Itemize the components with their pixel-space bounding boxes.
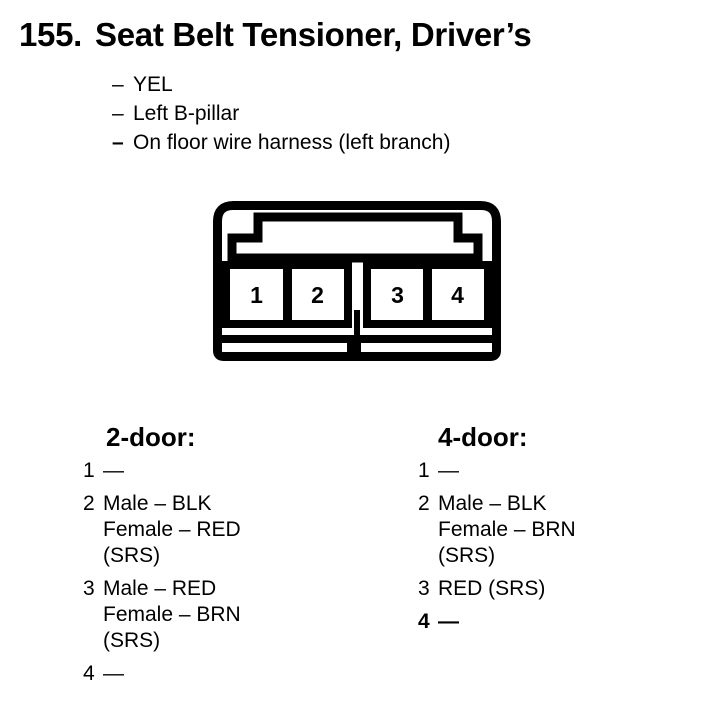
pin-table-4door: 1 — 2 Male – BLK Female – BRN (SRS) 3 RE… — [418, 458, 576, 642]
bullet-dash: – — [112, 131, 124, 154]
bullet-text: On floor wire harness (left branch) — [133, 131, 451, 154]
pin-value: — — [103, 662, 124, 685]
pin-row: 4 — — [83, 661, 241, 687]
pin-row: 3 RED (SRS) — [418, 576, 576, 602]
pin-table-2door: 1 — 2 Male – BLK Female – RED (SRS) 3 Ma… — [83, 458, 241, 694]
bullet-list: – YEL – Left B-pillar – On floor wire ha… — [112, 70, 450, 157]
pin-value: Female – BRN — [438, 518, 576, 541]
pin-value: RED (SRS) — [438, 577, 546, 600]
connector-center-rib-base — [347, 336, 361, 352]
connector-center-rib — [354, 310, 360, 336]
pin-row: 3 Male – RED Female – BRN (SRS) — [83, 576, 241, 654]
pin-value: — — [103, 459, 124, 482]
pin-row: 4 — — [418, 609, 576, 635]
pin-4-label: 4 — [451, 282, 464, 308]
pin-number: 1 — [83, 459, 95, 482]
pin-row: 2 Male – BLK Female – BRN (SRS) — [418, 491, 576, 569]
pin-value: — — [438, 459, 459, 482]
pin-number: 4 — [418, 610, 430, 633]
pin-2-label: 2 — [311, 282, 324, 308]
connector-diagram: 1 2 3 4 — [213, 201, 501, 361]
bullet-item: – On floor wire harness (left branch) — [112, 128, 450, 157]
pin-number: 4 — [83, 662, 95, 685]
pin-number: 1 — [418, 459, 430, 482]
pin-value: (SRS) — [103, 629, 161, 652]
pin-number: 3 — [83, 577, 95, 600]
pin-row: 1 — — [83, 458, 241, 484]
pin-number: 2 — [83, 492, 95, 515]
bullet-item: – YEL — [112, 70, 450, 99]
pin-value: (SRS) — [103, 544, 161, 567]
pin-3-label: 3 — [391, 282, 404, 308]
bullet-dash: – — [112, 73, 124, 96]
pin-1-label: 1 — [250, 282, 263, 308]
pin-value: Female – BRN — [103, 603, 241, 626]
pin-value: Male – RED — [103, 577, 217, 600]
connector-key-tab — [227, 212, 483, 263]
column-heading-2door: 2-door: — [106, 422, 196, 452]
pin-row: 1 — — [418, 458, 576, 484]
bullet-text: YEL — [133, 73, 173, 96]
pin-value: Male – BLK — [438, 492, 547, 515]
pin-row: 2 Male – BLK Female – RED (SRS) — [83, 491, 241, 569]
bullet-text: Left B-pillar — [133, 102, 240, 125]
pin-value: (SRS) — [438, 544, 496, 567]
pin-value: Male – BLK — [103, 492, 212, 515]
column-heading-4door: 4-door: — [438, 422, 528, 452]
bullet-dash: – — [112, 102, 124, 125]
pin-number: 2 — [418, 492, 430, 515]
page-title: Seat Belt Tensioner, Driver’s — [95, 16, 532, 53]
pin-value: — — [438, 610, 459, 633]
figure-title-row: 155. Seat Belt Tensioner, Driver’s — [19, 16, 532, 53]
pin-value: Female – RED — [103, 518, 241, 541]
bullet-item: – Left B-pillar — [112, 99, 450, 128]
figure-number: 155. — [19, 16, 83, 53]
pin-number: 3 — [418, 577, 430, 600]
